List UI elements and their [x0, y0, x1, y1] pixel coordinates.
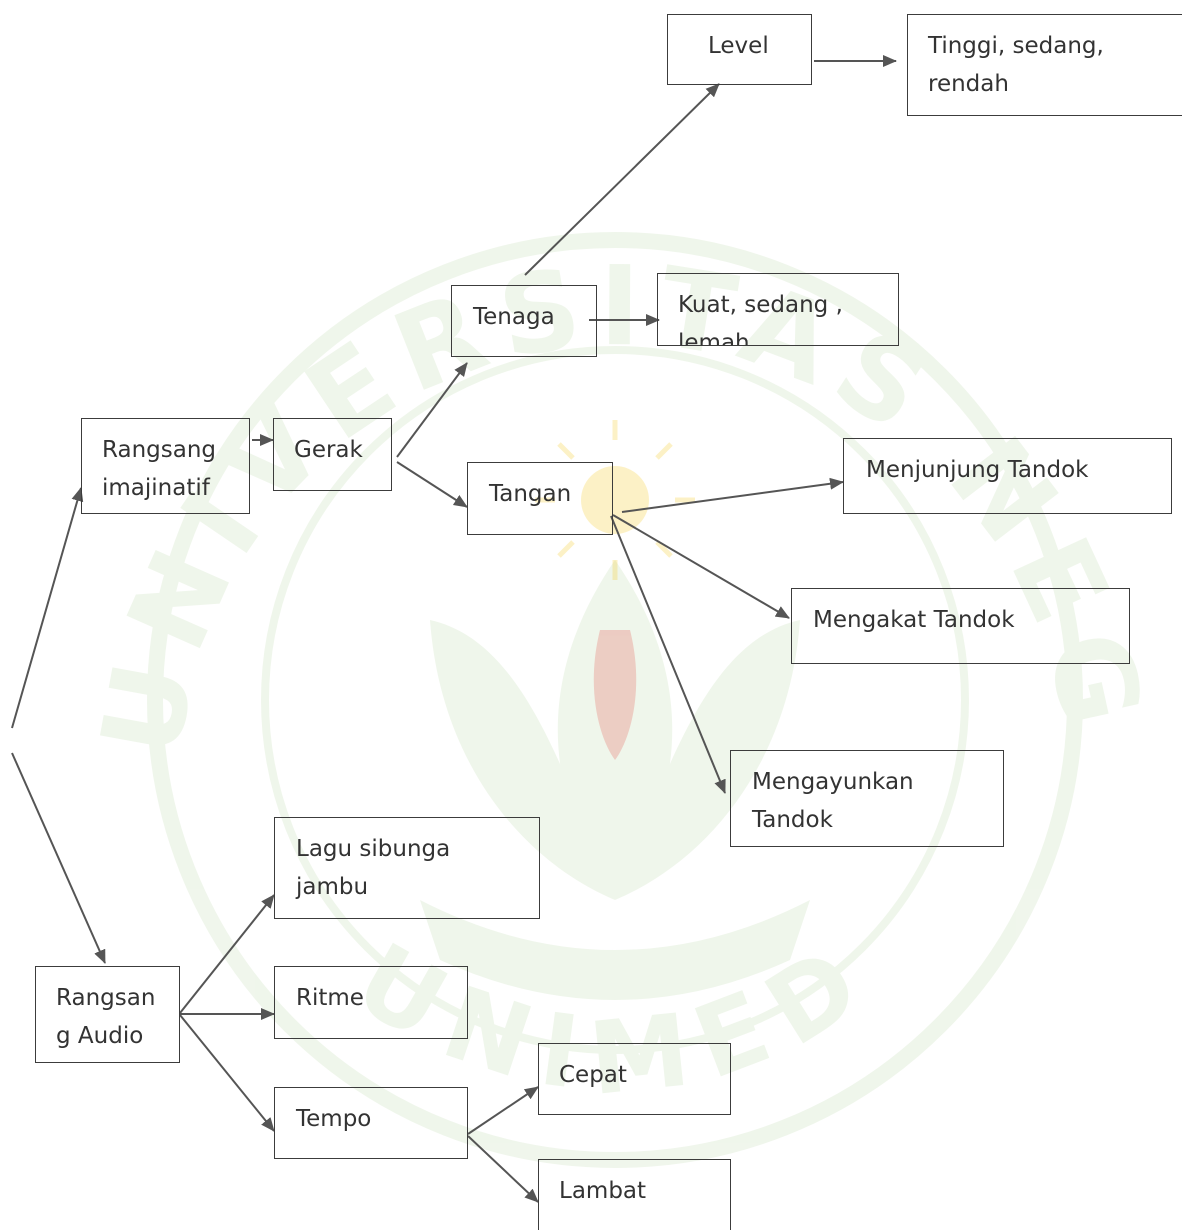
node-ritme-label: Ritme: [296, 985, 364, 1011]
node-tempo-label: Tempo: [296, 1106, 372, 1132]
node-level: Level: [667, 14, 812, 85]
node-mengayunkan-tandok: Mengayunkan Tandok: [730, 750, 1004, 847]
node-cepat-label: Cepat: [559, 1062, 627, 1088]
node-ritme: Ritme: [274, 966, 468, 1039]
edge-tangan-menjunjung: [621, 477, 844, 513]
node-kuat-sedang-label: Kuat, sedang , lemah: [678, 292, 843, 346]
node-rangsang-audio: Rangsan g Audio: [35, 966, 180, 1063]
node-tangan-label: Tangan: [489, 481, 572, 507]
node-tinggi-sedang-rendah: Tinggi, sedang, rendah: [907, 14, 1182, 116]
edge-tenaga-level: [524, 83, 720, 276]
node-level-label: Level: [708, 33, 769, 59]
edge-tangan-mengakat: [612, 514, 790, 619]
node-menjunjung-tandok: Menjunjung Tandok: [843, 438, 1172, 514]
node-mengayunkan-tandok-label: Mengayunkan Tandok: [752, 769, 914, 833]
edge-gerak-tenaga: [396, 362, 468, 458]
edge-tempo-cepat: [467, 1086, 539, 1135]
node-rangsang-imajinatif: Rangsang imajinatif: [81, 418, 250, 514]
edge-rangsang-audio-lagu: [179, 894, 275, 1014]
node-tenaga: Tenaga: [451, 285, 597, 357]
edge-root-rangsang-audio: [11, 752, 106, 964]
node-gerak: Gerak: [273, 418, 392, 491]
node-mengakat-tandok-label: Mengakat Tandok: [813, 607, 1015, 633]
node-tenaga-label: Tenaga: [473, 304, 555, 330]
edge-tempo-lambat: [467, 1135, 539, 1203]
edge-tangan-mengayunkan: [610, 515, 726, 794]
node-rangsang-imajinatif-label: Rangsang imajinatif: [102, 437, 217, 501]
node-tinggi-sedang-rendah-label: Tinggi, sedang, rendah: [928, 33, 1104, 97]
node-mengakat-tandok: Mengakat Tandok: [791, 588, 1130, 664]
edge-root-rangsang-imajinatif: [11, 487, 84, 729]
node-tempo: Tempo: [274, 1087, 468, 1159]
edge-gerak-tangan: [396, 461, 468, 508]
node-lambat-label: Lambat: [559, 1178, 647, 1204]
node-kuat-sedang: Kuat, sedang , lemah: [657, 273, 899, 346]
node-tangan: Tangan: [467, 462, 613, 535]
node-lagu-sibunga-jambu-label: Lagu sibunga jambu: [296, 836, 451, 900]
node-gerak-label: Gerak: [294, 437, 363, 463]
edge-rangsang-audio-tempo: [179, 1014, 275, 1132]
node-lagu-sibunga-jambu: Lagu sibunga jambu: [274, 817, 540, 919]
node-lambat: Lambat: [538, 1159, 731, 1230]
node-cepat: Cepat: [538, 1043, 731, 1115]
node-rangsang-audio-label: Rangsan g Audio: [56, 985, 156, 1049]
node-menjunjung-tandok-label: Menjunjung Tandok: [866, 457, 1089, 483]
